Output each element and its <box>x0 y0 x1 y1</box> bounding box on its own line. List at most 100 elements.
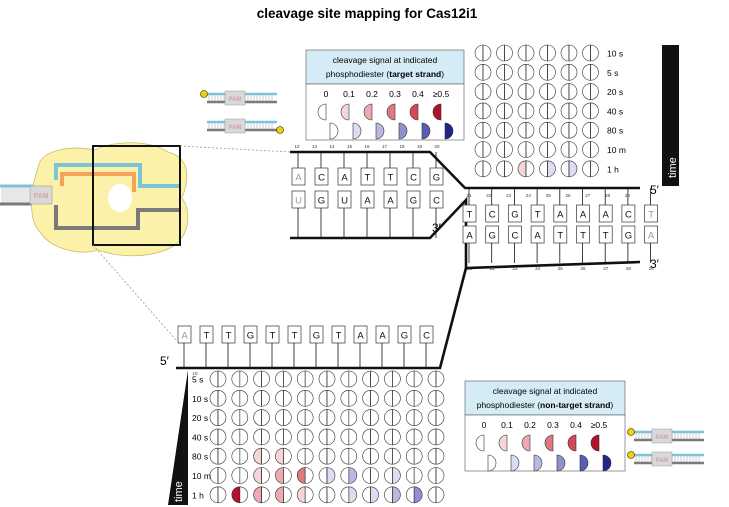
half-right <box>283 467 292 484</box>
half-left <box>474 102 484 120</box>
half-left <box>560 83 570 100</box>
half-right <box>217 370 227 388</box>
cleavage-cell <box>362 370 379 388</box>
half-right <box>326 428 336 446</box>
half-right <box>326 486 336 504</box>
half-right <box>435 428 445 446</box>
half-right <box>283 447 292 465</box>
cleavage-cell <box>209 467 227 484</box>
position-label: 29 <box>649 266 655 271</box>
base-letter: C <box>410 173 417 184</box>
cleavage-cell <box>296 447 314 465</box>
legend-level-label: 0.4 <box>412 89 424 99</box>
cleavage-cell <box>474 83 492 100</box>
base-letter: A <box>364 196 371 207</box>
cleavage-cell <box>496 160 513 178</box>
half-left <box>539 44 548 62</box>
half-left <box>474 83 484 100</box>
half-left <box>231 447 241 465</box>
half-right <box>568 63 578 81</box>
base-letter: A <box>357 331 364 342</box>
half-right <box>370 428 379 446</box>
half-left <box>253 370 262 388</box>
base-letter: A <box>387 196 394 207</box>
half-left <box>384 447 393 465</box>
half-right <box>370 486 379 504</box>
half-right <box>283 389 292 407</box>
zoom-guide-bottom <box>92 244 177 341</box>
half-right <box>217 486 227 504</box>
radiolabel-icon <box>627 451 635 459</box>
base-letter: G <box>489 231 496 242</box>
half-right <box>239 409 249 426</box>
half-left <box>231 467 241 484</box>
half-right <box>482 121 492 139</box>
half-right <box>482 83 492 100</box>
position-label: 25 <box>546 193 552 198</box>
half-left <box>296 447 306 465</box>
legend-blue-mark <box>579 454 589 472</box>
cleavage-cell <box>384 486 401 504</box>
half-left <box>253 486 262 504</box>
base-box <box>429 190 444 209</box>
cleavage-cell <box>231 370 249 388</box>
half-right <box>283 409 292 426</box>
position-label: 26 <box>580 266 586 271</box>
base-letter: G <box>511 210 518 221</box>
half-right <box>304 370 314 388</box>
cleavage-cell <box>209 370 227 388</box>
half-right <box>370 370 379 388</box>
half-left <box>427 467 437 484</box>
half-right <box>525 63 535 81</box>
cleavage-cell <box>539 44 556 62</box>
half-right <box>392 389 401 407</box>
half-right <box>504 141 513 158</box>
base-letter: T <box>226 331 232 342</box>
cleavage-cell <box>496 102 513 120</box>
cleavage-cell <box>318 409 336 426</box>
cleavage-cell <box>209 486 227 504</box>
cleavage-cell <box>340 428 358 446</box>
nontarget-time-wedge <box>168 370 188 505</box>
legend-level-label: 0.1 <box>501 420 513 430</box>
base-box <box>375 325 390 344</box>
base-box <box>485 225 500 244</box>
prime-nontarget-left: 5′ <box>160 354 170 368</box>
half-left <box>405 467 415 484</box>
legend-level-label: 0.2 <box>366 89 378 99</box>
time-label: 80 s <box>192 452 208 462</box>
position-label: 24 <box>535 266 541 271</box>
half-left <box>474 121 484 139</box>
legend-target-header-bg <box>305 49 465 85</box>
half-right <box>482 44 492 62</box>
position-label: 26 <box>565 193 571 198</box>
legend-level-label: 0 <box>324 89 329 99</box>
cleavage-cell <box>340 409 358 426</box>
cleavage-cell <box>405 447 423 465</box>
cleavage-cell <box>296 428 314 446</box>
cleavage-cell <box>427 428 445 446</box>
half-right <box>504 83 513 100</box>
legend-red-mark <box>544 434 554 452</box>
target-backbone-top <box>290 150 640 190</box>
half-left <box>384 428 393 446</box>
half-right <box>547 44 556 62</box>
half-left <box>340 467 350 484</box>
half-left <box>275 370 284 388</box>
half-left <box>560 102 570 120</box>
base-letter: A <box>341 173 348 184</box>
cleavage-cell <box>427 409 445 426</box>
base-letter: C <box>318 173 325 184</box>
base-box <box>360 167 375 186</box>
half-right <box>482 160 492 178</box>
base-box <box>265 325 280 344</box>
cleavage-cell <box>231 409 249 426</box>
legend-level-label: ≥0.5 <box>433 89 450 99</box>
base-letter: G <box>247 331 254 342</box>
half-right <box>525 141 535 158</box>
base-letter: A <box>181 331 188 342</box>
base-box <box>429 167 444 186</box>
position-label: 28 <box>605 193 611 198</box>
cleavage-cell <box>296 370 314 388</box>
base-box <box>353 325 368 344</box>
